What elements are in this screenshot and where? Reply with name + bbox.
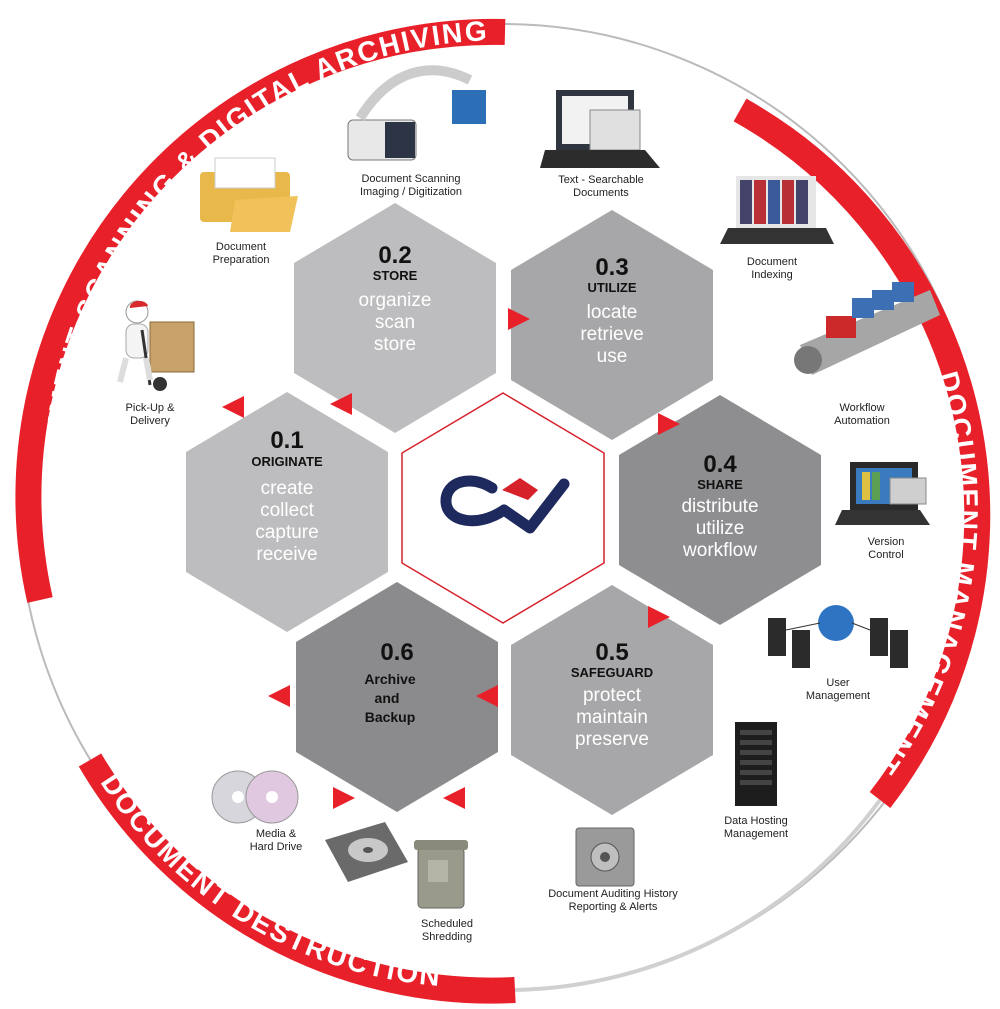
safe-folder-icon — [575, 827, 635, 887]
binders-icon — [720, 176, 834, 244]
arrow-marker — [648, 606, 670, 628]
hex-originate-text: 0.1 ORIGINATE create collect capture rec… — [251, 427, 323, 565]
caption-auditing-line1: Document Auditing History — [548, 888, 678, 900]
caption-doc-scanning-line2: Imaging / Digitization — [360, 186, 462, 198]
caption-doc-scanning-line1: Document Scanning — [361, 173, 460, 185]
hex-line: protect — [583, 685, 642, 706]
caption-doc-indexing-line1: Document — [747, 256, 797, 268]
hex-line: use — [597, 346, 628, 367]
hex-line: retrieve — [580, 324, 643, 345]
company-logo — [440, 475, 570, 534]
ring-segment-destruction — [78, 753, 516, 1004]
hex-line: create — [261, 478, 314, 499]
hex-originate — [186, 392, 388, 632]
caption-data-hosting-line1: Data Hosting — [724, 815, 788, 827]
hex-number: 0.2 — [378, 242, 411, 269]
hex-share — [619, 395, 821, 625]
arrow-marker — [268, 685, 290, 707]
caption-data-hosting-line2: Management — [724, 828, 788, 840]
ring-segment-scanning — [15, 18, 506, 603]
hex-line: locate — [587, 302, 638, 323]
server-rack-icon — [735, 722, 777, 806]
caption-doc-preparation-line2: Preparation — [213, 254, 270, 266]
folder-icon — [200, 157, 298, 232]
arrow-marker — [658, 413, 680, 435]
laptop-drawer-icon — [540, 90, 660, 168]
hex-line: and — [375, 690, 400, 706]
hex-line: Archive — [364, 671, 416, 687]
hex-line: preserve — [575, 729, 649, 750]
hex-number: 0.1 — [270, 427, 303, 454]
hex-line: receive — [256, 544, 317, 565]
hex-line: organize — [359, 290, 432, 311]
hex-title: SAFEGUARD — [571, 665, 653, 680]
caption-media-line2: Hard Drive — [250, 841, 303, 853]
hex-number: 0.5 — [595, 639, 628, 666]
arrow-marker — [333, 787, 355, 809]
caption-workflow-line2: Automation — [834, 415, 890, 427]
hex-utilize — [511, 210, 713, 440]
logo-red-mark — [502, 478, 538, 500]
caption-pickup-line2: Delivery — [130, 415, 170, 427]
hex-line: utilize — [696, 518, 745, 539]
hex-safeguard — [511, 585, 713, 815]
hex-line: capture — [255, 522, 318, 543]
arrow-marker — [222, 396, 244, 418]
flow-arrows — [222, 308, 680, 809]
arrow-marker — [443, 787, 465, 809]
hex-number: 0.4 — [703, 451, 737, 478]
arrow-marker — [508, 308, 530, 330]
laptop-files-icon — [835, 462, 930, 525]
hex-line: collect — [260, 500, 315, 521]
hex-archive — [296, 582, 498, 812]
hex-title: UTILIZE — [587, 280, 636, 295]
hex-utilize-text: 0.3 UTILIZE locate retrieve use — [580, 254, 643, 367]
hex-line: maintain — [576, 707, 648, 728]
network-icon — [768, 605, 908, 668]
caption-text-searchable-line2: Documents — [573, 187, 629, 199]
hard-drive-icon — [325, 822, 408, 882]
caption-auditing-line2: Reporting & Alerts — [569, 901, 658, 913]
caption-user-management-line2: Management — [806, 690, 870, 702]
hex-line: Backup — [365, 709, 416, 725]
caption-text-searchable-line1: Text - Searchable — [558, 174, 644, 186]
ring-segment-management — [733, 98, 991, 808]
hex-number: 0.3 — [595, 254, 628, 281]
hex-share-text: 0.4 SHARE distribute utilize workflow — [681, 451, 758, 561]
ring-label-management: DOCUMENT MANAGEMENT — [869, 368, 983, 781]
caption-shredding-line1: Scheduled — [421, 918, 473, 930]
captions: Document Scanning Imaging / Digitization… — [126, 173, 905, 943]
caption-media-line1: Media & — [256, 828, 297, 840]
hex-title: STORE — [373, 268, 418, 283]
logo-navy-mark — [440, 475, 570, 534]
caption-user-management-line1: User — [826, 677, 850, 689]
arrow-marker — [330, 393, 352, 415]
hex-line: workflow — [682, 540, 757, 561]
caption-pickup-line1: Pick-Up & — [126, 402, 176, 414]
hex-title: SHARE — [697, 477, 743, 492]
hex-line: distribute — [681, 496, 758, 517]
hex-safeguard-text: 0.5 SAFEGUARD protect maintain preserve — [571, 639, 653, 750]
caption-version-control-line2: Control — [868, 549, 903, 561]
shred-bin-icon — [414, 840, 468, 909]
arrow-marker — [476, 685, 498, 707]
hand-truck-icon — [117, 300, 195, 391]
hex-line: store — [374, 334, 416, 355]
hex-line: scan — [375, 312, 415, 333]
caption-doc-indexing-line2: Indexing — [751, 269, 793, 281]
caption-version-control-line1: Version — [868, 536, 905, 548]
hex-archive-text: 0.6 Archive and Backup — [364, 639, 416, 725]
hex-number: 0.6 — [380, 639, 413, 666]
hex-store — [294, 203, 496, 433]
hex-store-text: 0.2 STORE organize scan store — [359, 242, 432, 355]
caption-workflow-line1: Workflow — [839, 402, 884, 414]
conveyor-icon — [794, 282, 940, 375]
discs-icon — [211, 770, 299, 824]
hex-title: ORIGINATE — [251, 454, 323, 469]
scanner-icon — [347, 65, 486, 161]
caption-doc-preparation-line1: Document — [216, 241, 266, 253]
caption-shredding-line2: Shredding — [422, 931, 472, 943]
